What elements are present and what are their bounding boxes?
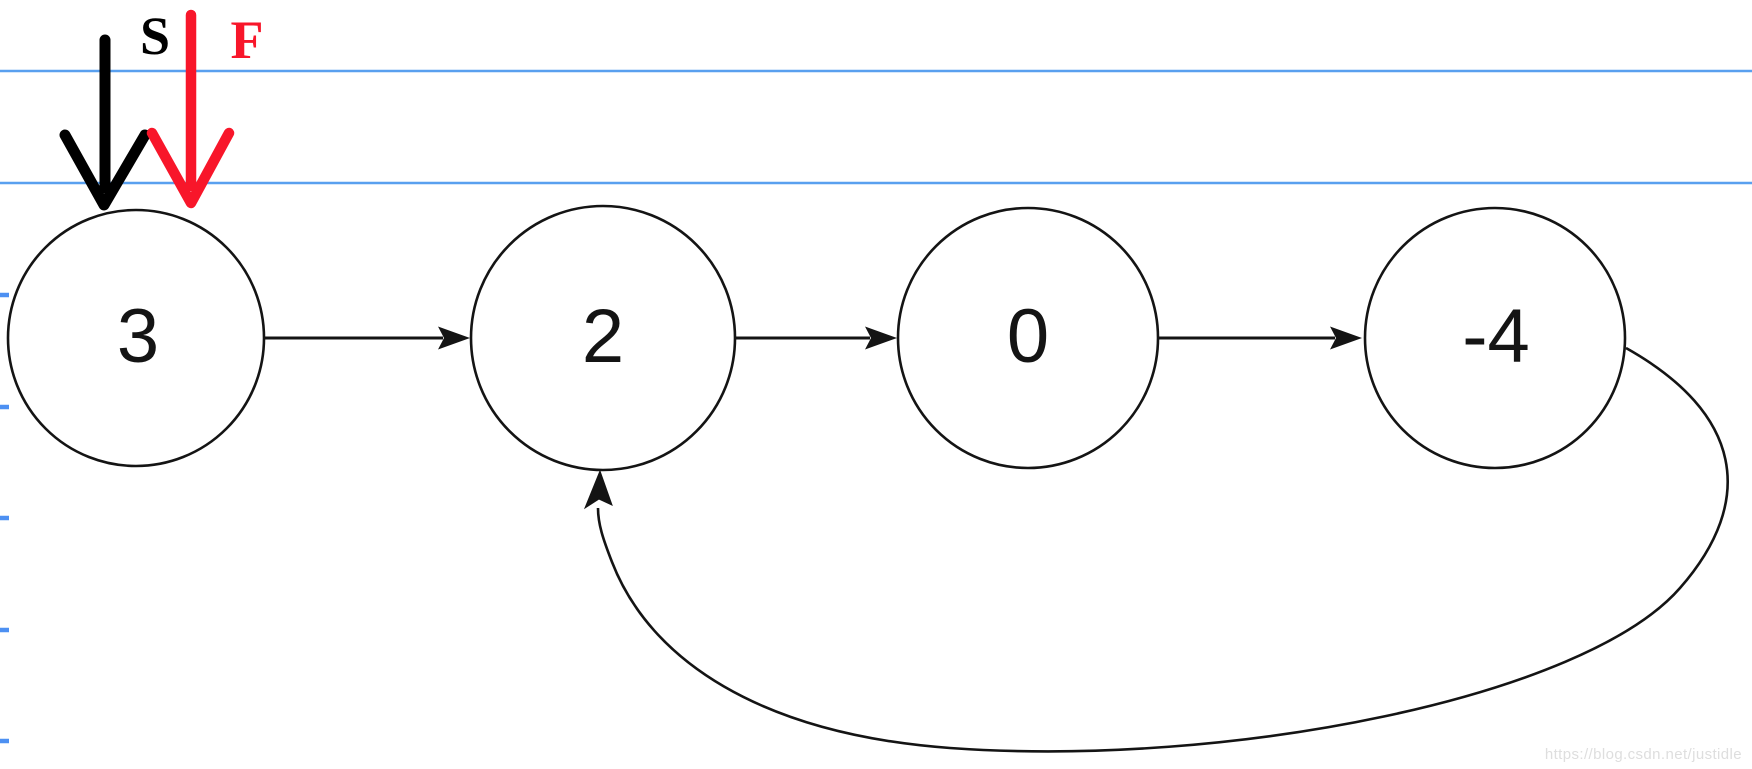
edge-2-to-0 xyxy=(735,326,897,350)
node-circle xyxy=(1363,206,1627,470)
cycle-edge-arrowhead-icon xyxy=(583,469,613,510)
edge-arrowhead-icon xyxy=(438,326,470,350)
edge-0-to-neg4 xyxy=(1158,326,1362,350)
list-node-tail: -4 xyxy=(1363,206,1627,470)
node-circle xyxy=(469,204,737,472)
cycle-edge-curve xyxy=(596,346,1729,753)
node-value: 0 xyxy=(1007,294,1049,379)
node-value: 3 xyxy=(117,294,159,379)
slow-pointer-arrow xyxy=(59,34,151,211)
watermark: https://blog.csdn.net/justidle xyxy=(1544,746,1742,763)
fast-pointer-arrowhead-icon xyxy=(146,127,235,209)
edge-arrowhead-icon xyxy=(865,326,897,350)
list-node-3: 0 xyxy=(896,206,1160,470)
notebook-lines xyxy=(0,69,1752,744)
node-value: -4 xyxy=(1462,294,1530,379)
list-node-head: 3 xyxy=(6,208,266,468)
edge-3-to-2 xyxy=(264,326,470,350)
node-value: 2 xyxy=(582,294,624,379)
slow-pointer-arrowhead-icon xyxy=(59,129,151,211)
node-circle xyxy=(6,208,266,468)
edge-arrowhead-icon xyxy=(1330,326,1362,350)
list-node-2: 2 xyxy=(469,204,737,472)
edge-neg4-to-2-cycle xyxy=(583,346,1729,753)
fast-pointer-arrow xyxy=(146,9,235,209)
node-circle xyxy=(896,206,1160,470)
fast-pointer-label: F xyxy=(231,10,264,70)
slow-pointer-label: S xyxy=(140,6,170,66)
